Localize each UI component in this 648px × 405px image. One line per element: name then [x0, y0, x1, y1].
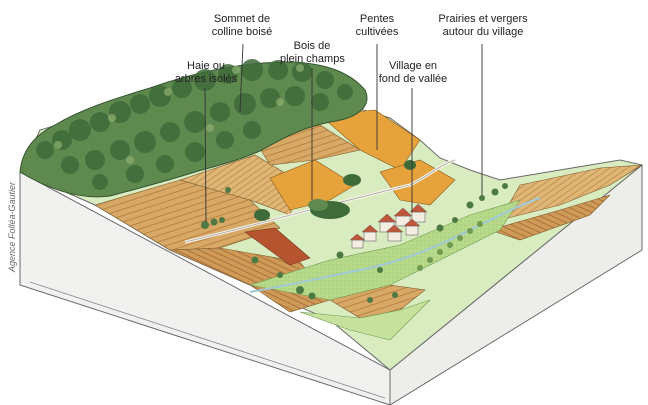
label-woods-line2: plein champs [280, 53, 345, 65]
leader-lines [204, 43, 483, 223]
label-village: Village en fond de vallée [376, 60, 450, 86]
field-orange-b [319, 109, 421, 171]
label-slopes-line1: Pentes [359, 13, 395, 25]
label-hedge-line1: Haie ou [187, 60, 225, 72]
block-front-edge [29, 281, 386, 399]
label-summit-line2: colline boisé [211, 26, 273, 38]
label-slopes-line2: cultivées [355, 26, 399, 38]
label-meadows-line1: Prairies et vergers [438, 13, 528, 25]
meadow-lower [299, 299, 431, 341]
leader-hedge [204, 87, 207, 223]
label-woods-line1: Bois de [293, 40, 331, 52]
label-summit: Sommet de colline boisé [207, 13, 277, 39]
field-right-lower [488, 194, 611, 241]
block-front-face [19, 171, 391, 405]
label-summit-line1: Sommet de [213, 13, 271, 25]
hedge-trees [201, 183, 508, 303]
label-meadows-line2: autour du village [442, 26, 524, 38]
label-village-line2: fond de vallée [378, 73, 448, 85]
label-slopes: Pentes cultivées [346, 13, 408, 39]
field-wood-clumps [254, 160, 416, 221]
village-houses [349, 203, 428, 249]
label-meadows: Prairies et vergers autour du village [436, 13, 530, 39]
orchard-trees [417, 221, 483, 271]
forest-canopy-texture [36, 59, 353, 190]
label-woods: Bois de plein champs [280, 40, 345, 66]
stream [249, 197, 541, 293]
label-hedge: Haie ou arbres isolés [168, 60, 244, 86]
label-village-line1: Village en [388, 60, 438, 72]
image-credit: Agence Folléa-Gautier [7, 181, 17, 273]
meadow-valley [249, 199, 521, 301]
leader-summit [239, 43, 244, 113]
field-orange-a [269, 159, 356, 211]
label-hedge-line2: arbres isolés [174, 73, 238, 85]
field-red-strip [244, 227, 311, 266]
